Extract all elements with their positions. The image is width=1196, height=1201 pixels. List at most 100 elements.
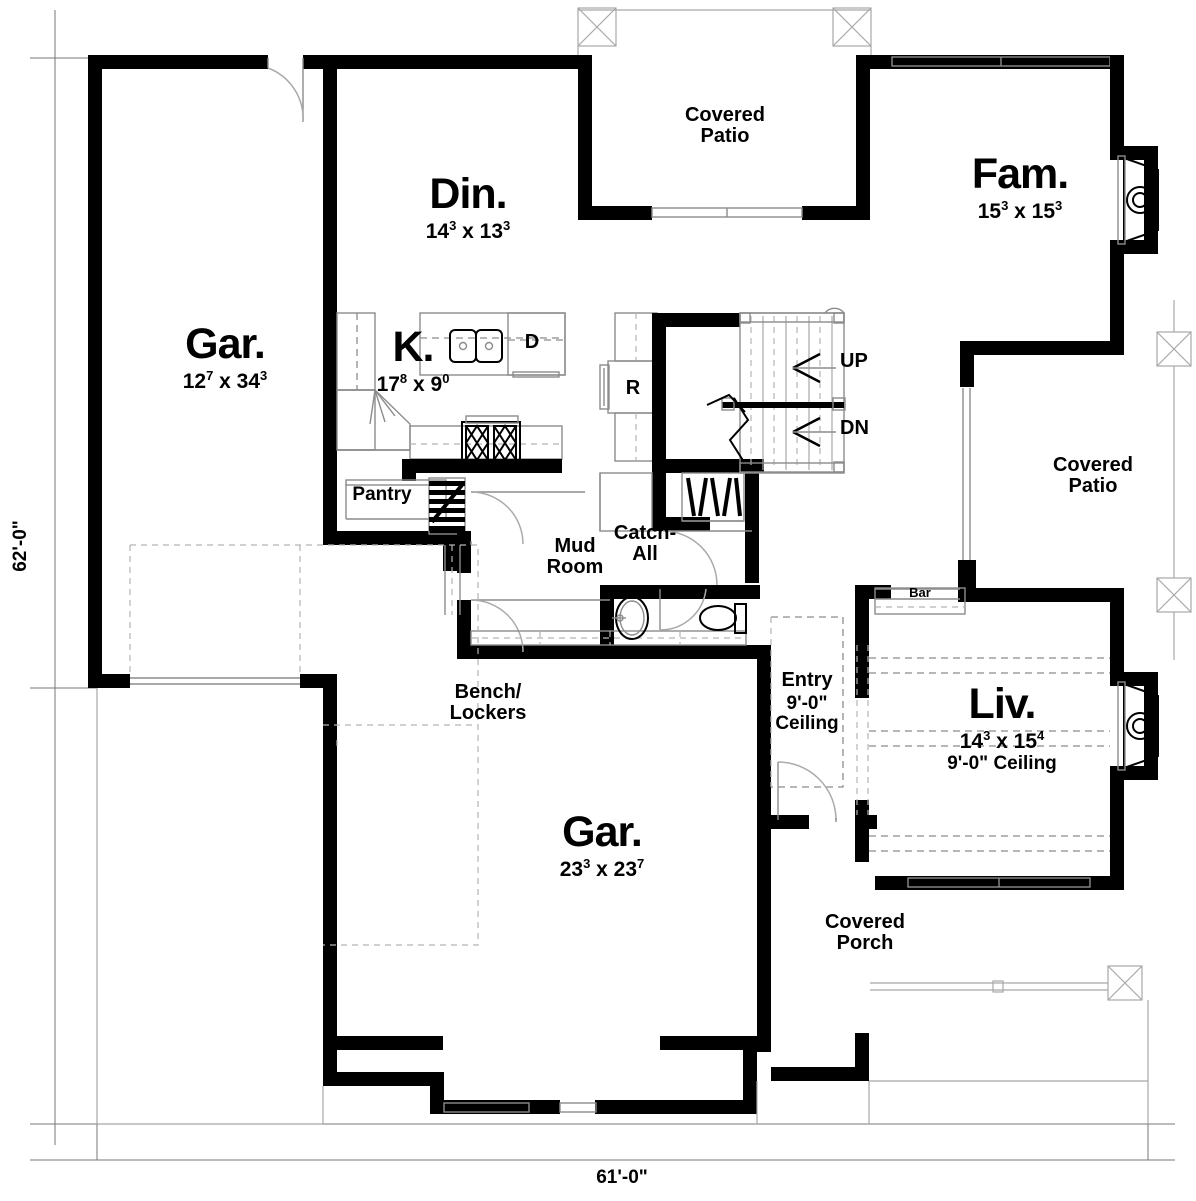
living-window — [907, 877, 1091, 888]
space-label-bench-lockers: Bench/ Lockers — [418, 682, 558, 724]
family-width: 15 — [977, 200, 1002, 224]
kitchen-depth: 9 — [430, 373, 443, 397]
label-stair-up: UP — [840, 351, 884, 372]
kitchen-lower-wall — [337, 459, 562, 571]
dining-name: Din. — [429, 170, 507, 218]
kitchen-dimensions: 178 x 90 — [343, 372, 483, 396]
catch-all-line2: All — [632, 543, 658, 565]
family-width-sup: 3 — [1001, 198, 1009, 214]
column-markers-right — [1156, 300, 1192, 660]
covered-patio-right-line2: Patio — [1068, 475, 1118, 497]
garage-left-overhead-door — [129, 545, 301, 685]
living-width: 14 — [959, 730, 984, 754]
garage-main-width-sup: 3 — [583, 856, 591, 872]
overall-height-dimension: 62'-0" — [10, 516, 32, 576]
stair-dn-text: DN — [840, 417, 869, 439]
garage-left-walls — [88, 55, 337, 732]
pantry-text: Pantry — [352, 484, 412, 505]
living-width-sup: 3 — [983, 728, 991, 744]
kitchen-left-cabinet — [336, 312, 411, 451]
patio-slider-top — [651, 207, 803, 218]
living-dimensions: 143 x 154 — [912, 729, 1092, 753]
dim-x-3: x — [413, 373, 431, 397]
dining-dimensions: 143 x 133 — [388, 219, 548, 243]
dim-x-2: x — [462, 220, 480, 244]
covered-patio-top-line1: Covered — [684, 104, 766, 126]
garage-left-width-sup: 7 — [206, 368, 214, 384]
kitchen-depth-sup: 0 — [442, 371, 450, 387]
family-fireplace — [1117, 155, 1159, 245]
dishwasher-text: D — [524, 331, 540, 353]
living-ceiling-beams — [869, 657, 1110, 852]
covered-porch-line1: Covered — [824, 911, 906, 933]
exterior-outline-thin — [96, 688, 1149, 1125]
garage-left-door-swing — [267, 58, 304, 123]
column-markers-top — [577, 7, 872, 60]
entry-front-door — [777, 761, 837, 822]
garage-main-depth-sup: 7 — [637, 856, 645, 872]
garage-left-depth-sup: 3 — [260, 368, 268, 384]
garage-main-name: Gar. — [562, 808, 643, 856]
garage-left-dimensions: 127 x 343 — [145, 369, 305, 393]
label-refrigerator: R — [616, 378, 650, 399]
label-stair-dn: DN — [840, 418, 884, 439]
space-label-entry: Entry 9'-0" Ceiling — [752, 670, 862, 734]
bar-text: Bar — [909, 585, 931, 600]
room-label-family: Fam. 153 x 153 — [930, 150, 1110, 223]
room-label-dining: Din. 143 x 133 — [388, 170, 548, 243]
living-depth-sup: 4 — [1037, 728, 1045, 744]
mudroom-doors — [444, 491, 610, 653]
dim-x-6: x — [596, 858, 614, 882]
space-label-covered-porch: Covered Porch — [790, 912, 940, 954]
space-label-covered-patio-right: Covered Patio — [1018, 455, 1168, 497]
entry-interior-door — [875, 588, 960, 600]
dining-width: 14 — [425, 220, 450, 244]
space-label-mud-room: Mud Room — [505, 536, 645, 578]
refrigerator-text: R — [625, 377, 641, 399]
catch-all-line1: Catch- — [613, 522, 677, 544]
mud-room-line1: Mud — [554, 535, 596, 557]
entry-walls — [757, 585, 891, 1081]
garage-main-door — [336, 740, 597, 1113]
overall-width-dimension: 61'-0" — [562, 1168, 682, 1188]
living-fireplace — [1117, 681, 1159, 771]
living-depth: 15 — [1013, 730, 1038, 754]
overall-height-text: 62'-0" — [10, 520, 31, 572]
dining-depth: 13 — [479, 220, 504, 244]
dim-x-4: x — [1014, 200, 1032, 224]
bench-lockers-detail — [470, 630, 747, 646]
family-name: Fam. — [971, 150, 1069, 198]
column-marker-porch — [870, 965, 1143, 1001]
entry-ceiling-line1: 9'-0" — [786, 693, 828, 714]
stair-core-walls — [652, 313, 764, 531]
kitchen-upper-counter — [419, 312, 566, 378]
room-label-kitchen: K. 178 x 90 — [343, 324, 483, 396]
overall-width-text: 61'-0" — [596, 1167, 648, 1188]
bench-lockers-line2: Lockers — [449, 702, 527, 724]
pantry-stairs — [428, 477, 466, 535]
family-dimensions: 153 x 153 — [930, 199, 1110, 223]
label-bar: Bar — [890, 586, 950, 600]
dim-x-5: x — [996, 730, 1014, 754]
family-depth: 15 — [1031, 200, 1056, 224]
covered-patio-top-line2: Patio — [700, 125, 750, 147]
living-ceiling-note: 9'-0" Ceiling — [947, 753, 1057, 775]
space-label-covered-patio-top: Covered Patio — [650, 105, 800, 147]
room-label-garage-main: Gar. 233 x 237 — [512, 808, 692, 881]
garage-main-car-outline — [130, 544, 479, 946]
garage-left-name: Gar. — [185, 320, 266, 368]
dim-x-1: x — [219, 370, 237, 394]
dining-depth-sup: 3 — [503, 218, 511, 234]
bar-counter — [874, 587, 966, 615]
garage-main-width: 23 — [559, 858, 584, 882]
family-depth-sup: 3 — [1055, 198, 1063, 214]
entry-dashed-outline — [770, 616, 869, 815]
kitchen-width-sup: 8 — [399, 371, 408, 387]
living-name: Liv. — [968, 680, 1037, 728]
mud-room-line2: Room — [546, 556, 604, 578]
kitchen-width: 17 — [376, 373, 400, 397]
dining-width-sup: 3 — [449, 218, 457, 234]
garage-main-dimensions: 233 x 237 — [512, 857, 692, 881]
